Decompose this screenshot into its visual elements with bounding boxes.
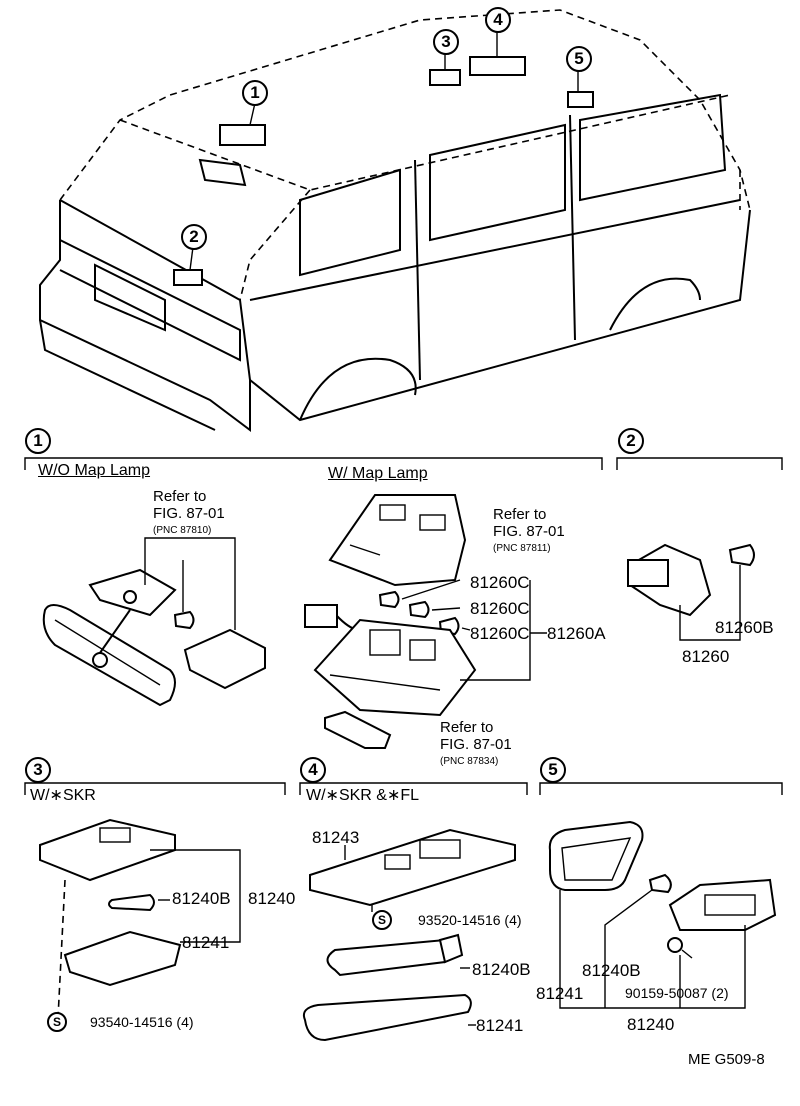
s1-ref-b: Refer to FIG. 87-01 (PNC 87811) bbox=[493, 506, 565, 557]
s3-parts bbox=[39, 818, 241, 1019]
ref-b-pnc: (PNC 87811) bbox=[493, 543, 551, 554]
s1-left-header: W/O Map Lamp bbox=[38, 462, 151, 479]
callout-5: 5 bbox=[566, 46, 592, 72]
s5-parts bbox=[548, 820, 777, 1009]
s3-screw-mark: S bbox=[47, 1012, 67, 1032]
s3-part-lens: 81241 bbox=[182, 933, 230, 952]
section-2-number: 2 bbox=[618, 428, 644, 454]
ref-c-pnc: (PNC 87834) bbox=[440, 756, 499, 767]
s3-part-screw: 93540-14516 (4) bbox=[90, 1014, 194, 1030]
s4-header: W/∗SKR &∗FL bbox=[306, 787, 420, 804]
s1-part-bulb-3: 81260C bbox=[470, 624, 530, 643]
ref-c-line1: Refer to bbox=[440, 719, 494, 736]
s1-ref-c: Refer to FIG. 87-01 (PNC 87834) bbox=[440, 719, 512, 770]
s4-parts bbox=[302, 828, 516, 1042]
van-illustration bbox=[39, 9, 751, 432]
s1-part-assembly: 81260A bbox=[547, 624, 606, 643]
s4-part-lens: 81241 bbox=[476, 1016, 524, 1035]
figure-code: ME G509-8 bbox=[688, 1051, 765, 1068]
s2-part-bulb: 81260B bbox=[715, 618, 774, 637]
ref-c-line2: FIG. 87-01 bbox=[440, 736, 512, 753]
s1-wo-map-lamp-parts bbox=[42, 537, 266, 707]
s4-part-housing: 81243 bbox=[312, 828, 360, 847]
s1-ref-a: Refer to FIG. 87-01 (PNC 87810) bbox=[153, 488, 225, 539]
s5-part-lens: 81241 bbox=[536, 984, 584, 1003]
s3-part-assembly: 81240 bbox=[248, 889, 296, 908]
callout-2: 2 bbox=[181, 224, 207, 250]
s4-part-screw: 93520-14516 (4) bbox=[418, 912, 522, 928]
s4-part-tube: 81240B bbox=[472, 960, 531, 979]
s1-part-bulb-2: 81260C bbox=[470, 599, 530, 618]
s1-w-map-lamp-parts bbox=[304, 494, 547, 749]
callout-4: 4 bbox=[485, 7, 511, 33]
section-1-number: 1 bbox=[25, 428, 51, 454]
callout-3: 3 bbox=[433, 29, 459, 55]
ref-a-line1: Refer to bbox=[153, 488, 207, 505]
s3-part-bulb: 81240B bbox=[172, 889, 231, 908]
ref-a-pnc: (PNC 87810) bbox=[153, 525, 212, 536]
section-brackets bbox=[24, 457, 783, 795]
section-4-number: 4 bbox=[300, 757, 326, 783]
s2-parts bbox=[627, 543, 755, 641]
s2-part-assembly: 81260 bbox=[682, 647, 730, 666]
ref-b-line2: FIG. 87-01 bbox=[493, 523, 565, 540]
s4-screw-mark: S bbox=[372, 910, 392, 930]
section-5-number: 5 bbox=[540, 757, 566, 783]
s5-part-screw: 90159-50087 (2) bbox=[625, 985, 729, 1001]
callout-1: 1 bbox=[242, 80, 268, 106]
section-3-number: 3 bbox=[25, 757, 51, 783]
s5-part-bulb: 81240B bbox=[582, 961, 641, 980]
ref-a-line2: FIG. 87-01 bbox=[153, 505, 225, 522]
s5-part-assembly: 81240 bbox=[627, 1015, 675, 1034]
s1-part-bulb-1: 81260C bbox=[470, 573, 530, 592]
s3-header: W/∗SKR bbox=[30, 787, 96, 804]
s1-right-header: W/ Map Lamp bbox=[328, 465, 428, 482]
ref-b-line1: Refer to bbox=[493, 506, 547, 523]
